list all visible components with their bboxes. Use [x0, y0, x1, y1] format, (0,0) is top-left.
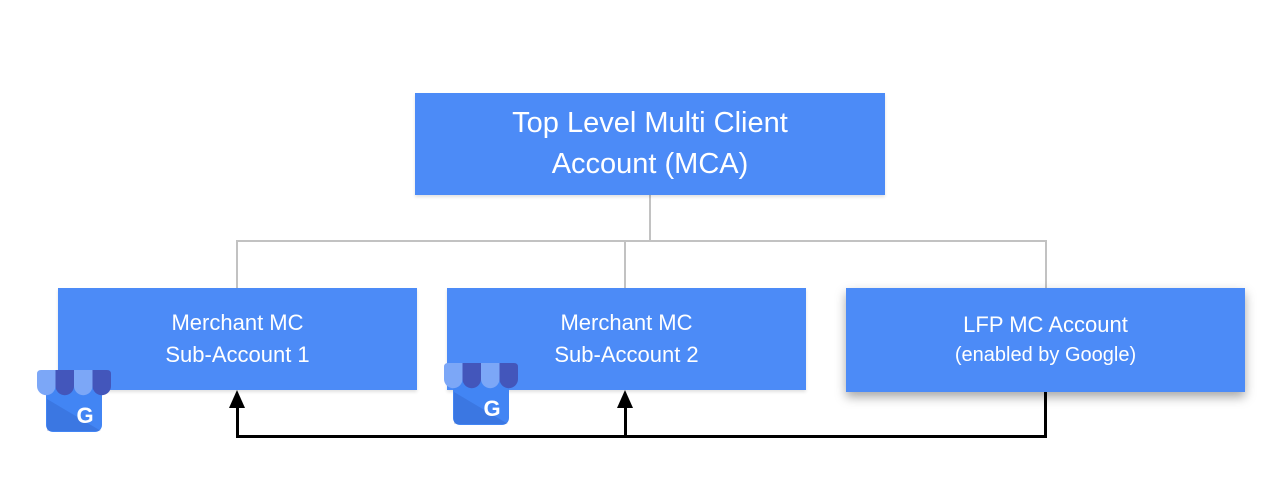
awning-stripe [74, 370, 93, 396]
node-top-level-mca: Top Level Multi Client Account (MCA) [415, 93, 885, 195]
google-g-letter: G [483, 396, 500, 421]
storefront-body [46, 384, 102, 432]
node-label-line2: Sub-Account 1 [165, 342, 310, 367]
node-lfp-mc-account: LFP MC Account (enabled by Google) [846, 288, 1245, 392]
awning-stripe [37, 370, 56, 396]
awning-stripe [481, 363, 500, 389]
node-label-line1: Top Level Multi Client [512, 107, 788, 139]
node-label-line2: Sub-Account 2 [554, 342, 699, 367]
awning-stripe [499, 363, 518, 389]
node-label-line1: Merchant MC [560, 310, 693, 335]
google-g-letter: G [76, 403, 93, 428]
connector-drop-lfp [1045, 240, 1047, 288]
google-my-business-icon: G [37, 370, 111, 432]
arrowhead-into-sub2 [617, 390, 633, 408]
arrowhead-into-sub1 [229, 390, 245, 408]
node-label-line2: Account (MCA) [551, 148, 749, 180]
awning-stripe [462, 363, 481, 389]
flow-line-horizontal [236, 435, 1047, 438]
node-merchant-sub-account-1: Merchant MC Sub-Account 1 [58, 288, 417, 390]
flow-line-up-sub1 [236, 406, 239, 438]
storefront-fold-shade [454, 392, 508, 424]
node-label-line2: (enabled by Google) [954, 344, 1137, 366]
flow-line-lfp-down [1044, 392, 1047, 438]
awning-stripe [92, 370, 111, 396]
storefront-fold-shade [47, 399, 101, 431]
connector-drop-sub2 [624, 240, 626, 288]
connector-horizontal-rail [236, 240, 1047, 242]
storefront-body [453, 377, 509, 425]
google-my-business-icon: G [444, 363, 518, 425]
node-label-line1: LFP MC Account [963, 312, 1128, 337]
connector-drop-sub1 [236, 240, 238, 288]
node-label-line1: Merchant MC [171, 310, 304, 335]
connector-root-stem [649, 195, 651, 241]
awning-stripe [55, 370, 74, 396]
flow-line-up-sub2 [624, 406, 627, 438]
awning-stripe [444, 363, 463, 389]
